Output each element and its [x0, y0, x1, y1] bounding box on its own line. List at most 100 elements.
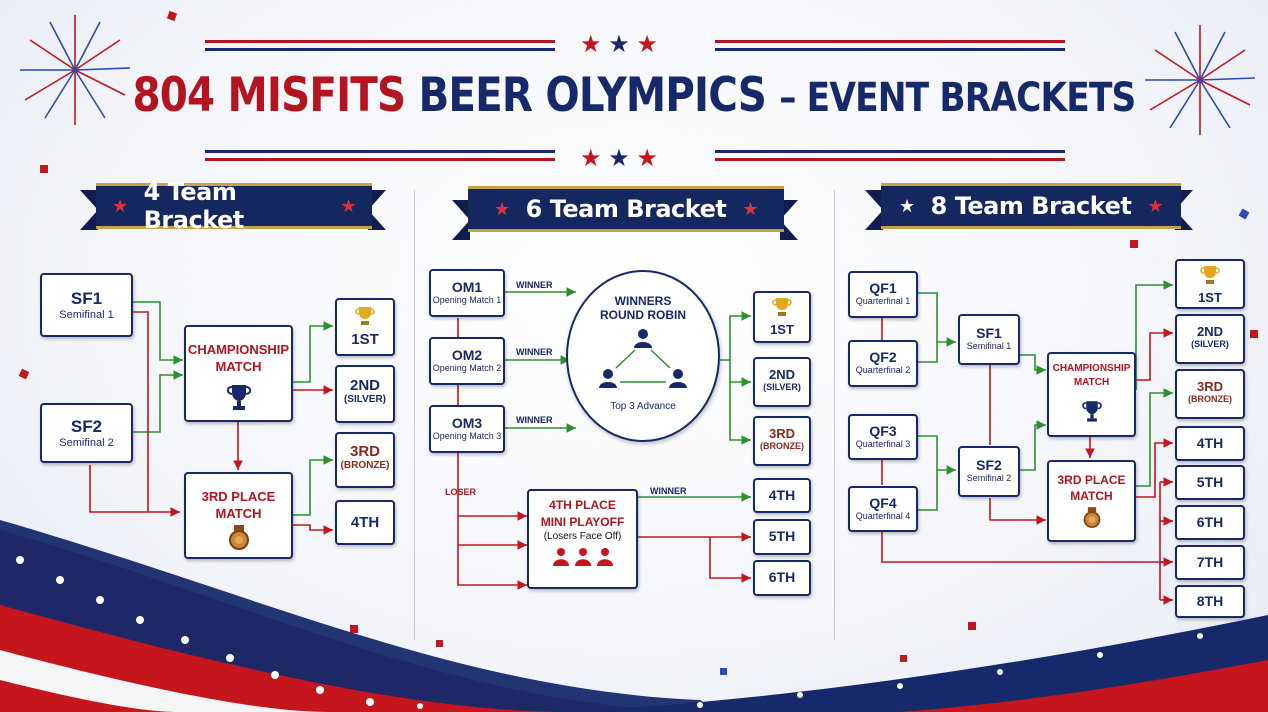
championship-line-1: CHAMPIONSHIP — [1052, 363, 1131, 374]
star-icon: ★ — [1147, 195, 1163, 217]
place-label: 2ND — [768, 367, 795, 382]
match-box-sf1[interactable]: SF1 Semifinal 1 — [958, 314, 1020, 365]
match-code: OM3 — [451, 415, 483, 431]
place-label: 1ST — [1198, 290, 1222, 305]
match-label: Semifinal 2 — [966, 473, 1012, 483]
match-code: QF3 — [869, 423, 897, 439]
match-box-qf4[interactable]: QF4 Quarterfinal 4 — [848, 486, 918, 532]
third-place-match-box[interactable]: 3RD PLACE MATCH — [1047, 460, 1136, 542]
winner-label: WINNER — [650, 486, 687, 496]
match-box-om3[interactable]: OM3 Opening Match 3 — [429, 405, 505, 453]
star-icon: ★ — [742, 198, 758, 220]
robin-line-1: WINNERS — [614, 294, 672, 308]
place-label: 3RD — [1196, 379, 1223, 394]
title-part-2: BEER OLYMPICS — [418, 68, 766, 123]
place-label: 4TH — [768, 487, 796, 503]
match-box-sf1[interactable]: SF1 Semifinal 1 — [40, 273, 133, 337]
winner-label: WINNER — [516, 280, 553, 290]
playoff-line-3: (Losers Face Off) — [543, 531, 622, 542]
winner-label: WINNER — [516, 415, 553, 425]
place-sublabel: (BRONZE) — [1188, 394, 1232, 404]
place-4th: 4TH — [335, 500, 395, 545]
place-label: 2ND — [1196, 324, 1223, 339]
gold-trophy-icon — [772, 298, 792, 316]
match-code: OM2 — [451, 347, 483, 363]
match-label: Opening Match 2 — [432, 363, 502, 373]
match-box-qf3[interactable]: QF3 Quarterfinal 3 — [848, 414, 918, 460]
third-line-2: MATCH — [215, 506, 262, 521]
championship-match-box[interactable]: CHAMPIONSHIP MATCH — [1047, 352, 1136, 437]
third-line-1: 3RD PLACE — [1057, 473, 1126, 487]
place-sublabel: (SILVER) — [1191, 339, 1229, 349]
place-3rd: 3RD (BRONZE) — [753, 416, 811, 466]
title-rule-bottom-left — [205, 150, 555, 153]
playoff-line-1: 4TH PLACE — [549, 498, 616, 512]
banner-6-team: ★ 6 Team Bracket ★ — [468, 186, 784, 232]
place-2nd: 2ND (SILVER) — [1175, 314, 1245, 364]
winner-label: WINNER — [516, 347, 553, 357]
place-label: 7TH — [1196, 554, 1224, 570]
match-box-qf2[interactable]: QF2 Quarterfinal 2 — [848, 340, 918, 387]
championship-line-2: MATCH — [1073, 377, 1110, 388]
star-icon: ★ ★ ★ — [580, 145, 658, 172]
title-rule-right-2 — [715, 48, 1065, 51]
place-2nd: 2ND (SILVER) — [753, 357, 811, 407]
match-code: SF1 — [976, 325, 1002, 341]
gold-trophy-icon — [355, 307, 375, 325]
match-label: Quarterfinal 3 — [855, 439, 911, 449]
third-place-match-box[interactable]: 3RD PLACE MATCH — [184, 472, 293, 559]
title-rule-bottom-left-2 — [205, 158, 555, 161]
championship-match-box[interactable]: CHAMPIONSHIP MATCH — [184, 325, 293, 422]
title-rule-left-2 — [205, 48, 555, 51]
banner-label: 4 Team Bracket — [143, 178, 245, 234]
place-label: 5TH — [1196, 474, 1224, 490]
match-box-qf1[interactable]: QF1 Quarterfinal 1 — [848, 271, 918, 318]
place-label: 8TH — [1196, 593, 1224, 609]
place-sublabel: (SILVER) — [763, 382, 801, 392]
confetti-icon — [18, 10, 1258, 675]
match-box-om1[interactable]: OM1 Opening Match 1 — [429, 269, 505, 317]
page-title: 804 MISFITS BEER OLYMPICS – EVENT BRACKE… — [89, 68, 1179, 123]
title-part-1: 804 MISFITS — [132, 68, 407, 123]
section-divider — [834, 190, 835, 640]
banner-label: 6 Team Bracket — [525, 195, 727, 223]
trophy-icon — [226, 385, 251, 410]
title-rule-bottom-right — [715, 150, 1065, 153]
third-line-1: 3RD PLACE — [201, 489, 276, 504]
section-divider — [414, 190, 415, 640]
match-label: Semifinal 1 — [966, 341, 1012, 351]
people-triangle-icon — [599, 329, 687, 388]
match-code: SF2 — [70, 417, 103, 436]
championship-line-2: MATCH — [215, 359, 262, 374]
banner-ribbon — [865, 190, 883, 230]
round-robin-circle[interactable]: WINNERS ROUND ROBIN Top 3 Advance — [566, 270, 720, 442]
match-box-sf2[interactable]: SF2 Semifinal 2 — [40, 403, 133, 463]
title-part-3: – EVENT BRACKETS — [779, 75, 1136, 121]
place-label: 1ST — [351, 331, 379, 348]
match-box-om2[interactable]: OM2 Opening Match 2 — [429, 337, 505, 385]
place-sublabel: (BRONZE) — [760, 441, 804, 451]
place-label: 4TH — [350, 514, 380, 531]
place-1st: 1ST — [1175, 259, 1245, 309]
title-rule-bottom-right-2 — [715, 158, 1065, 161]
match-box-sf2[interactable]: SF2 Semifinal 2 — [958, 446, 1020, 497]
place-label: 3RD — [768, 426, 795, 441]
firework-right-icon — [1145, 25, 1256, 135]
star-icon: ★ ★ ★ — [580, 31, 658, 58]
match-label: Semifinal 1 — [59, 309, 114, 321]
third-line-2: MATCH — [1070, 489, 1113, 503]
place-1st: 1ST — [753, 291, 811, 343]
star-icon: ★ — [899, 195, 915, 217]
place-label: 6TH — [1196, 514, 1224, 530]
match-label: Opening Match 3 — [432, 431, 502, 441]
championship-line-1: CHAMPIONSHIP — [187, 342, 290, 357]
star-icon: ★ — [340, 195, 356, 217]
trophy-icon — [1081, 401, 1102, 422]
place-label: 6TH — [768, 569, 796, 585]
place-3rd: 3RD (BRONZE) — [1175, 369, 1245, 419]
banner-ribbon — [780, 200, 798, 240]
gold-trophy-icon — [1200, 266, 1220, 284]
mini-playoff-box[interactable]: 4TH PLACE MINI PLAYOFF (Losers Face Off) — [527, 489, 638, 589]
medal-icon — [228, 525, 249, 550]
